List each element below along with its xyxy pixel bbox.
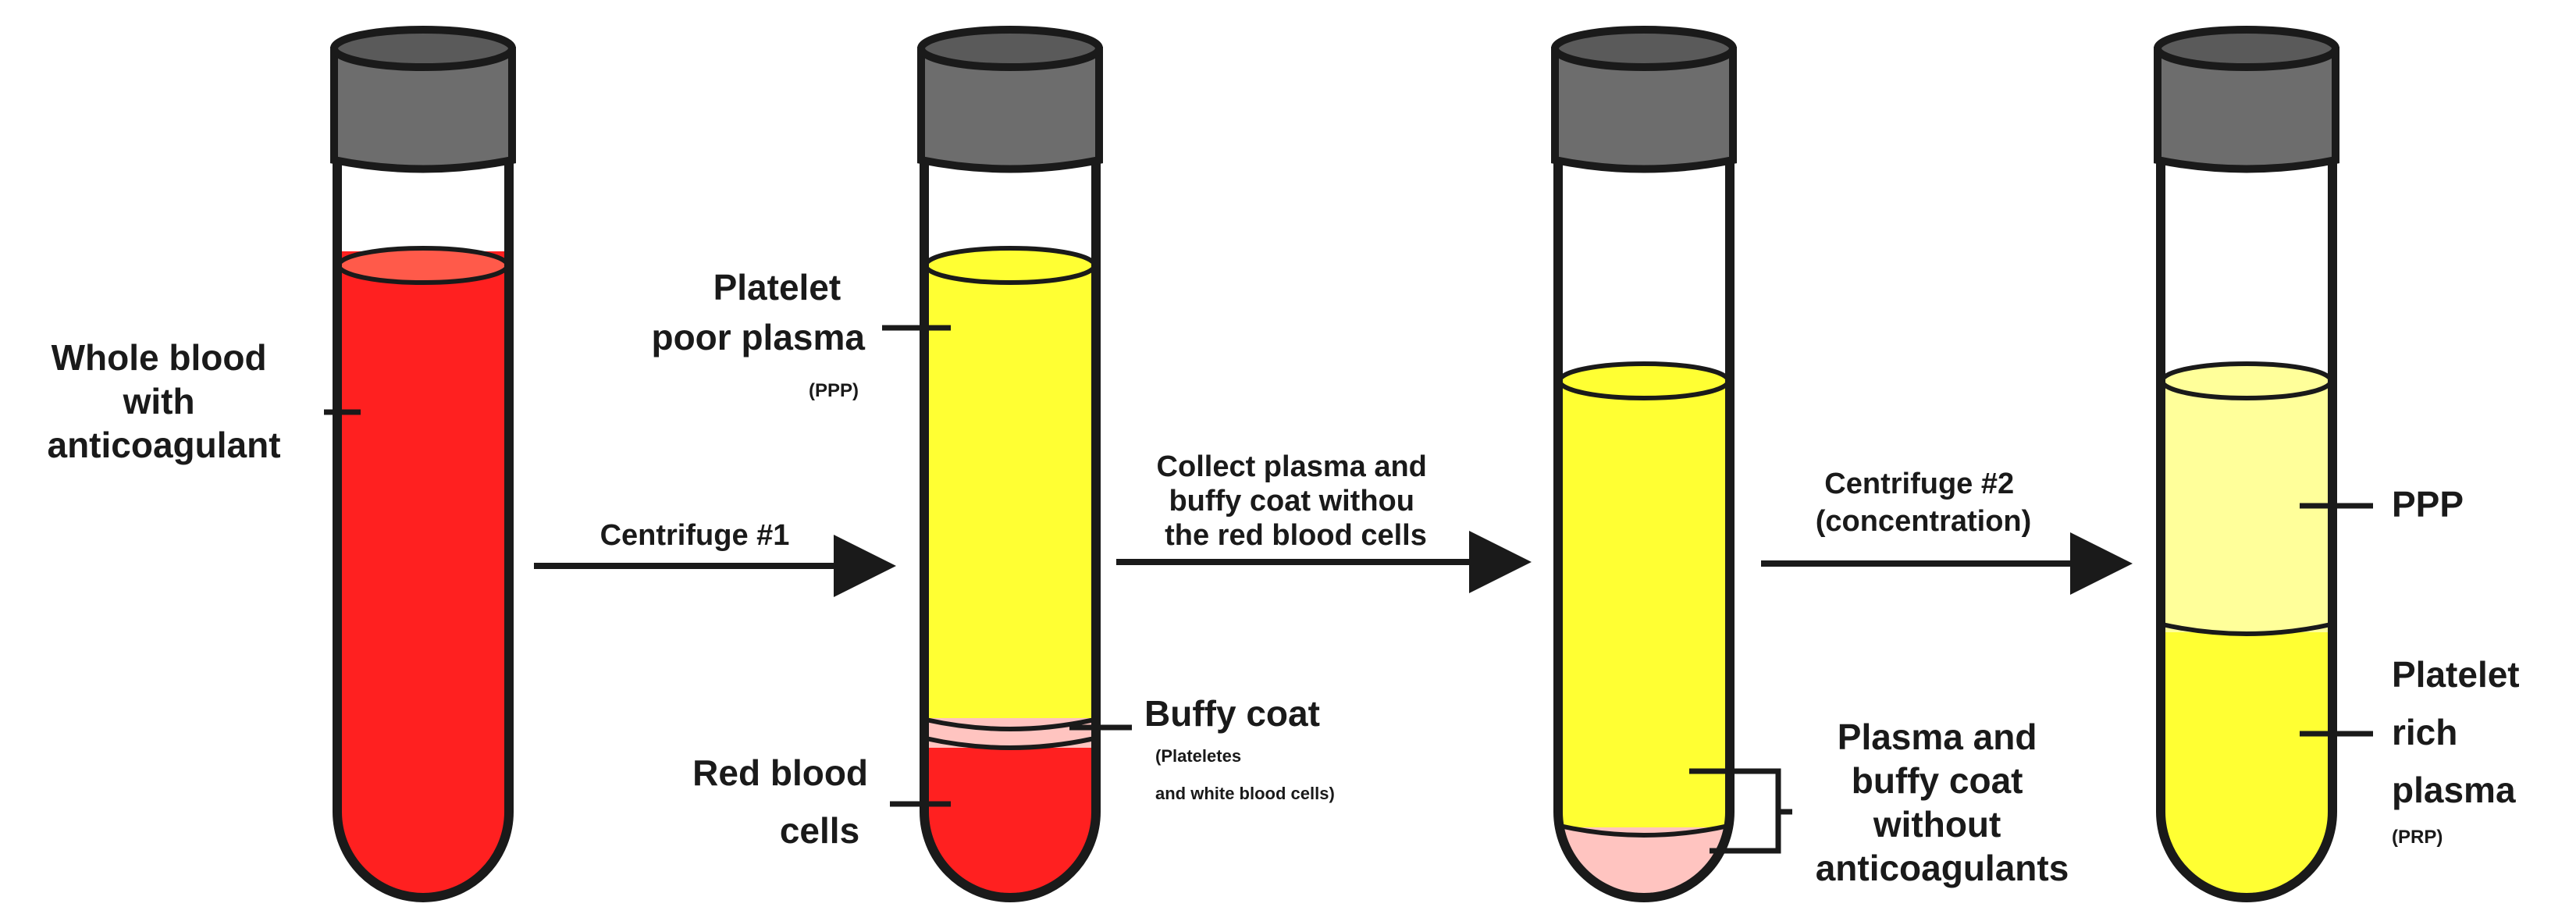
collect-label: Collect plasma and buffy coat withou the… <box>1157 450 1436 552</box>
buffy-coat-detail: (Plateletes and white blood cells) <box>1155 746 1335 803</box>
ppp-surface <box>923 246 1097 285</box>
tube-whole-blood <box>330 26 516 902</box>
tube-cap-top <box>2154 26 2339 71</box>
plasma-buffy-label: Plasma and buffy coat without anticoagul… <box>1816 717 2069 888</box>
blood-surface <box>336 246 510 285</box>
tube-cap <box>2154 47 2339 173</box>
rbc-layer <box>924 748 1096 898</box>
whole-blood-label: Whole blood with anticoagulant <box>47 337 280 465</box>
tube-cap-top <box>330 26 516 71</box>
tube-cap <box>1551 47 1737 173</box>
tube-separated <box>917 26 1103 902</box>
tube-glass <box>1553 86 1735 902</box>
tube-cap <box>330 47 516 173</box>
tube-glass <box>2156 86 2337 902</box>
rbc-label: Red blood cells <box>692 752 878 851</box>
tube-glass <box>920 86 1101 902</box>
buffy-coat-label: Buffy coat <box>1144 693 1320 734</box>
ppp-layer <box>924 265 1096 718</box>
centrifuge-1-label: Centrifuge #1 <box>600 519 790 552</box>
ppp-label: Platelet poor plasma <box>651 267 865 357</box>
prp-abbr: (PRP) <box>2392 827 2443 848</box>
ppp-surface <box>2160 361 2333 400</box>
tube-collected-plasma <box>1551 26 1737 902</box>
ppp-abbr: (PPP) <box>809 380 859 401</box>
tube-cap-top <box>1551 26 1737 71</box>
tube-glass <box>333 86 514 902</box>
plasma-layer <box>1558 381 1730 827</box>
centrifuge-2-label: Centrifuge #2 (concentration) <box>1816 468 2032 538</box>
ppp-label-2: PPP <box>2392 484 2464 525</box>
prp-layer <box>2161 632 2332 898</box>
plasma-surface <box>1557 361 1731 400</box>
whole-blood-fill <box>337 251 509 898</box>
prp-label: Platelet rich plasma <box>2392 654 2529 810</box>
tube-concentrated <box>2154 26 2339 902</box>
tube-cap-top <box>917 26 1103 71</box>
tube-cap <box>917 47 1103 173</box>
